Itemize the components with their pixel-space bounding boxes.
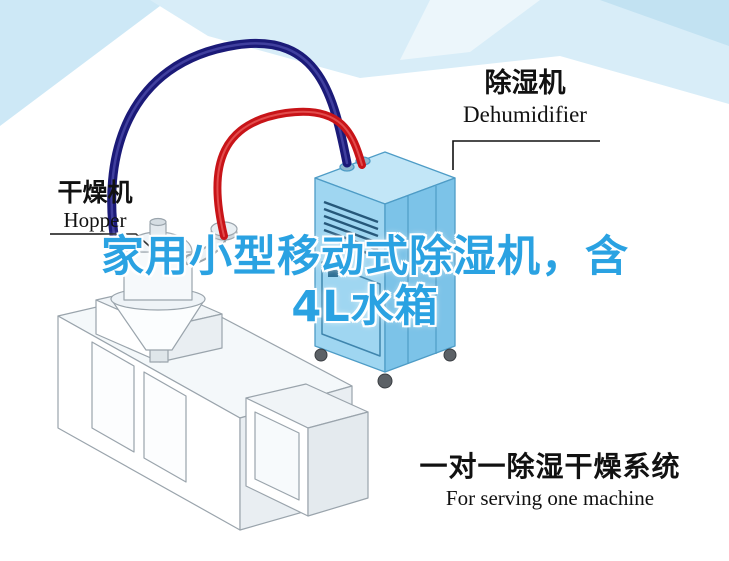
machine-end-side	[307, 411, 369, 517]
page-title-line-2: 4L水箱	[291, 282, 439, 332]
system-caption-zh: 一对一除湿干燥系统	[419, 450, 681, 483]
dehumidifier-indicator	[328, 270, 338, 277]
system-caption-en: For serving one machine	[445, 486, 655, 510]
red-pipe-highlight	[216, 110, 363, 237]
machine-door-2	[143, 371, 187, 483]
leader-line-dehumidifier	[452, 140, 600, 170]
sky-streak	[400, 0, 540, 60]
dehumidifier-label-zh: 除湿机	[484, 68, 566, 99]
sky-corner-right	[600, 0, 729, 46]
wheel-left	[314, 348, 328, 362]
hopper-label-en: Hopper	[63, 208, 127, 232]
machine-door-1	[91, 341, 135, 453]
machine-end-panel	[254, 411, 300, 501]
dehumidifier-wheels	[314, 348, 457, 389]
hopper-label-zh: 干燥机	[57, 178, 133, 207]
navy-pipe-highlight	[110, 42, 349, 250]
dehumidifier-panel	[321, 261, 381, 357]
sky-triangle-left	[0, 0, 168, 126]
leader-lines	[50, 140, 600, 254]
dehumidifier-side-face	[384, 177, 456, 373]
wheel-front	[377, 373, 393, 389]
dehumidifier-callout: 除湿机 Dehumidifier	[440, 68, 610, 130]
dehumidifier-vents	[323, 200, 379, 259]
hopper-cap-top	[149, 217, 167, 227]
system-caption: 一对一除湿干燥系统 For serving one machine	[400, 450, 700, 512]
page-title: 家用小型移动式除湿机，含 4L水箱	[60, 232, 670, 332]
page-title-line-1: 家用小型移动式除湿机，含	[101, 232, 629, 282]
dehumidifier-label-en: Dehumidifier	[463, 102, 587, 127]
hopper-elbow	[186, 234, 225, 264]
background-sky	[0, 0, 729, 126]
leader-line-hopper	[50, 233, 158, 254]
wheel-right	[443, 348, 457, 362]
hopper-callout: 干燥机 Hopper	[36, 178, 154, 234]
hoses	[107, 38, 366, 253]
hopper-illustration	[110, 217, 238, 363]
dehumidifier-illustration	[314, 151, 457, 389]
